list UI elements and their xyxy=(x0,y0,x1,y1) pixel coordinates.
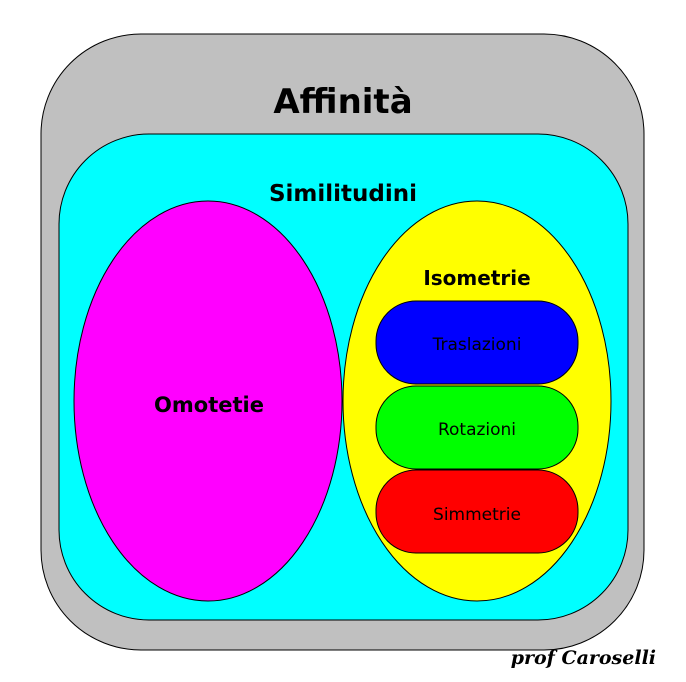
similarity-label: Similitudini xyxy=(269,181,417,207)
signature-text: prof Caroselli xyxy=(511,647,656,669)
rotation-region xyxy=(375,385,579,470)
translation-label: Traslazioni xyxy=(432,335,522,355)
homothety-region xyxy=(73,200,343,602)
translation-region xyxy=(375,300,579,385)
affinity-label: Affinità xyxy=(273,82,412,122)
rotation-label: Rotazioni xyxy=(438,420,516,440)
homothety-label: Omotetie xyxy=(154,393,264,417)
symmetry-label: Simmetrie xyxy=(433,505,521,525)
isometry-label: Isometrie xyxy=(423,266,530,290)
symmetry-region xyxy=(375,469,579,554)
